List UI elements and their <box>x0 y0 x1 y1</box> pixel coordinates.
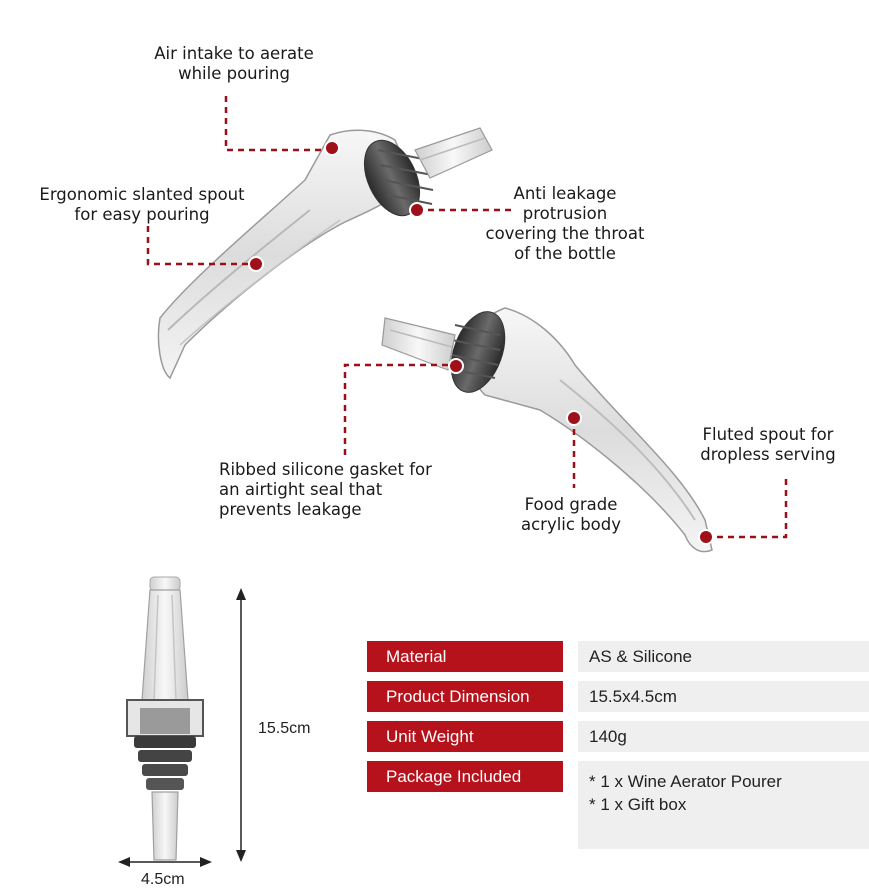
pourer-bottom <box>381 307 713 553</box>
spec-label-material: Material <box>367 641 563 672</box>
spec-value-dimension: 15.5x4.5cm <box>578 681 869 712</box>
callout-anti-leakage: Anti leakage protrusion covering the thr… <box>485 184 645 263</box>
callout-food-grade: Food grade acrylic body <box>520 495 622 534</box>
leader-ribbed <box>343 363 455 455</box>
pourer-upright <box>126 576 204 861</box>
spec-value-weight: 140g <box>578 721 869 752</box>
leader-ergonomic <box>146 226 255 266</box>
width-label: 4.5cm <box>141 871 185 888</box>
spec-value-package: * 1 x Wine Aerator Pourer * 1 x Gift box <box>578 761 869 849</box>
leader-air-intake <box>224 96 330 152</box>
callout-ribbed: Ribbed silicone gasket for an airtight s… <box>219 460 432 519</box>
spec-label-package: Package Included <box>367 761 563 792</box>
marker-ribbed <box>448 358 464 374</box>
callout-fluted: Fluted spout for dropless serving <box>700 425 836 464</box>
callout-ergonomic: Ergonomic slanted spout for easy pouring <box>39 185 245 224</box>
marker-ergonomic <box>248 256 264 272</box>
callout-air-intake: Air intake to aerate while pouring <box>154 44 314 83</box>
pourer-top <box>157 127 493 380</box>
width-dimension-arrow <box>118 857 212 867</box>
height-dimension-arrow <box>236 588 246 862</box>
spec-label-dimension: Product Dimension <box>367 681 563 712</box>
marker-fluted <box>698 529 714 545</box>
spec-value-material: AS & Silicone <box>578 641 869 672</box>
marker-food-grade <box>566 410 582 426</box>
height-label: 15.5cm <box>258 720 311 737</box>
marker-anti-leakage <box>409 202 425 218</box>
marker-air-intake <box>324 140 340 156</box>
leader-fluted <box>706 476 788 539</box>
spec-label-weight: Unit Weight <box>367 721 563 752</box>
